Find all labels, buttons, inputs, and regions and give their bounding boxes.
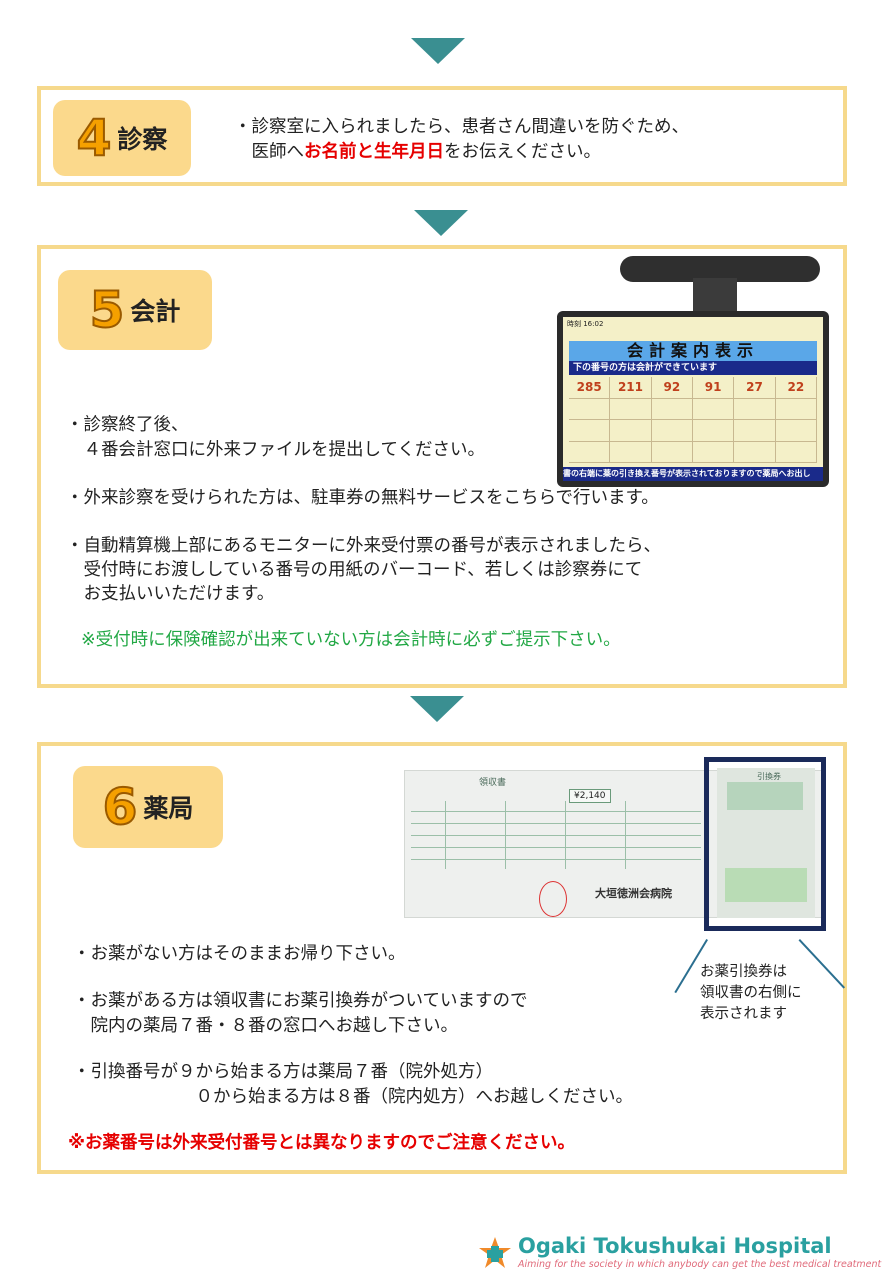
step-6-text-line: ０から始まる方は８番（院内処方）へお越しください。: [73, 1087, 633, 1107]
ticket-side-note: お薬引換券は 領収書の右側に 表示されます: [700, 964, 802, 1022]
hospital-name: Ogaki Tokushukai Hospital: [518, 1234, 832, 1258]
receipt-amount: ¥2,140: [569, 789, 611, 803]
medicine-number-warning: ※お薬番号は外来受付番号とは異なりますのでご注意ください。: [68, 1133, 576, 1153]
receipt-title: 領収書: [479, 778, 507, 788]
name-birthdate-emphasis: お名前と生年月日: [304, 142, 444, 162]
medicine-ticket: 引換券: [717, 768, 815, 918]
monitor-number: 91: [692, 377, 735, 399]
monitor-subheader: 下の番号の方は会計ができています: [569, 361, 817, 375]
step-6-text-line: ・お薬がない方はそのままお帰り下さい。: [73, 944, 406, 964]
step-5-number: 5: [89, 281, 126, 339]
monitor-mount: [620, 256, 820, 282]
step-6-text-line: 院内の薬局７番・８番の窓口へお越し下さい。: [73, 1016, 458, 1036]
step-5-text-line: ・外来診察を受けられた方は、駐車券の無料サービスをこちらで行います。: [66, 488, 659, 508]
step-4-number: 4: [76, 109, 113, 167]
ticket-highlight-frame: [704, 757, 826, 931]
step-4-text-line2: 医師へお名前と生年月日をお伝えください。: [234, 142, 601, 162]
receipt-stamp: [539, 881, 567, 917]
step-4-text-line1: ・診察室に入られましたら、患者さん間違いを防ぐため、: [234, 117, 689, 137]
monitor-screen: 時刻 16:02 会計案内表示 下の番号の方は会計ができています 285 211…: [563, 317, 823, 481]
step-4-title: 診察: [117, 125, 168, 154]
monitor-number: 92: [651, 377, 693, 399]
step-4-badge: 4 診察: [53, 100, 191, 176]
flow-arrow-2: [414, 210, 468, 236]
monitor-number-grid: 285 211 92 91 27 22: [569, 377, 817, 463]
step-5-text-line: お支払いいただけます。: [66, 584, 275, 604]
step-5-text-line: 受付時にお渡ししている番号の用紙のバーコード、若しくは診察券にて: [66, 560, 643, 580]
hospital-logo: Ogaki Tokushukai Hospital Aiming for the…: [478, 1234, 881, 1274]
step-6-badge: 6 薬局: [73, 766, 223, 848]
step-5-text-line: ・診察終了後、: [66, 415, 189, 435]
step-6-text-line: ・お薬がある方は領収書にお薬引換券がついていますので: [73, 991, 528, 1011]
flow-arrow-1: [411, 38, 465, 64]
monitor-number: 27: [734, 377, 776, 399]
monitor-time: 時刻 16:02: [567, 320, 604, 328]
flow-arrow-3: [410, 696, 464, 722]
payment-monitor-illustration: 時刻 16:02 会計案内表示 下の番号の方は会計ができています 285 211…: [557, 311, 829, 487]
hospital-emblem-icon: [479, 1237, 511, 1268]
monitor-pole: [693, 278, 737, 314]
step-5-badge: 5 会計: [58, 270, 212, 350]
step-5-text-line: ・自動精算機上部にあるモニターに外来受付票の番号が表示されましたら、: [66, 536, 661, 556]
monitor-footer: 書の右端に薬の引き換え番号が表示されておりますので薬局へお出し: [563, 467, 823, 481]
monitor-number: 211: [610, 377, 652, 399]
step-6-number: 6: [102, 778, 139, 836]
hospital-tagline: Aiming for the society in which anybody …: [518, 1259, 882, 1270]
monitor-header: 会計案内表示: [569, 341, 817, 361]
monitor-number: 285: [569, 377, 611, 399]
receipt-hospital-name: 大垣徳洲会病院: [595, 887, 672, 900]
step-6-text-line: ・引換番号が９から始まる方は薬局７番（院外処方）: [73, 1062, 493, 1082]
ticket-title: 引換券: [757, 772, 781, 781]
insurance-note: ※受付時に保険確認が出来ていない方は会計時に必ずご提示下さい。: [81, 630, 621, 650]
monitor-number: 22: [775, 377, 817, 399]
step-6-title: 薬局: [143, 794, 194, 823]
step-5-title: 会計: [130, 297, 181, 326]
step-5-text-line: ４番会計窓口に外来ファイルを提出してください。: [66, 440, 485, 460]
